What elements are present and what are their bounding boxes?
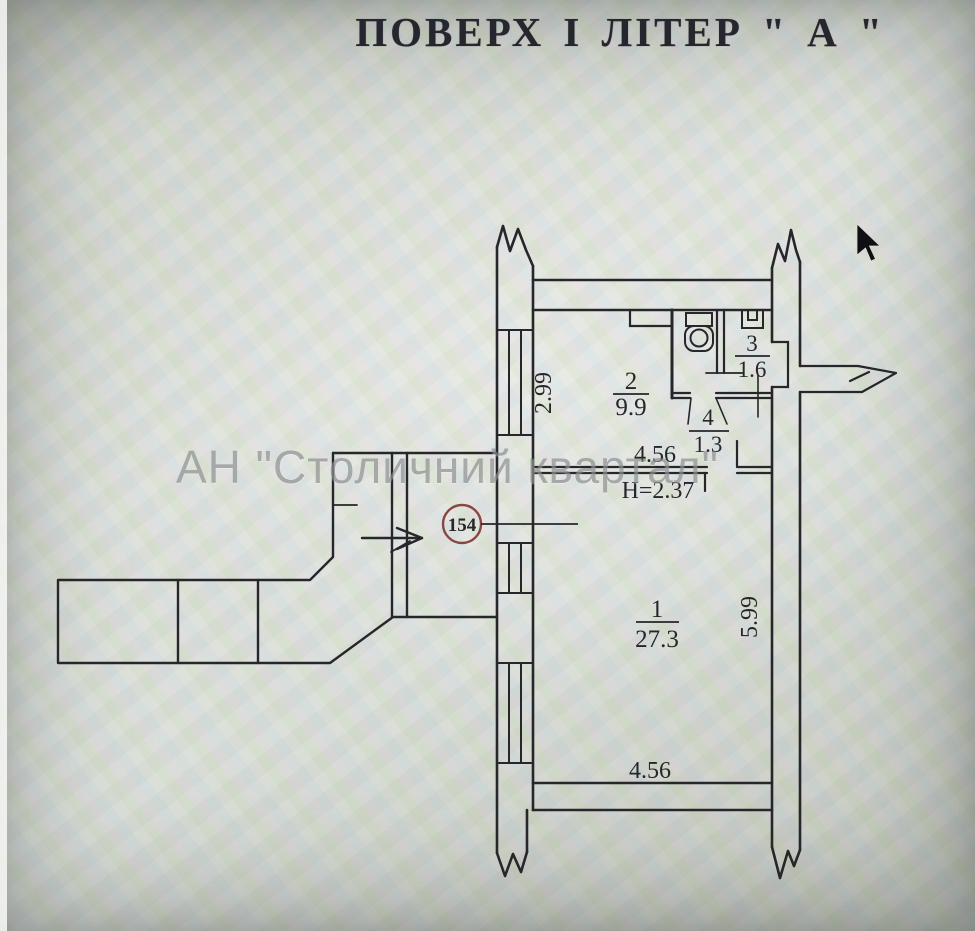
room-4-number: 4: [702, 405, 714, 430]
dim-ceiling-height: Н=2.37: [622, 478, 695, 504]
agency-watermark: АН "Столичний квартал": [176, 441, 719, 493]
room-1-number: 1: [651, 596, 664, 623]
dim-bottom-width: 4.56: [629, 758, 671, 784]
room-3-area: 1.6: [738, 357, 767, 382]
sink-icon: [741, 309, 764, 329]
external-corridor: [798, 364, 898, 394]
toilet-icon: [684, 312, 714, 352]
room-2-area: 9.9: [615, 394, 646, 421]
dim-right-wall-height: 5.99: [737, 596, 763, 638]
room-2-number: 2: [625, 368, 638, 395]
interior-partitions: [531, 308, 790, 493]
staircase-block: [56, 451, 499, 665]
exterior-walls: [495, 224, 802, 880]
entrance-arrow-icon: [360, 526, 424, 553]
apartment-number: 154: [448, 515, 477, 536]
dim-top-width: 4.56: [634, 442, 676, 468]
dim-left-wall-height: 2.99: [531, 372, 557, 414]
mouse-cursor-icon: [856, 223, 881, 262]
left-wall-windows: [497, 329, 533, 764]
apartment-number-badge: 154: [441, 503, 578, 545]
scan-edge-strip: [0, 0, 7, 931]
room-1-area: 27.3: [635, 626, 679, 653]
page-title: ПОВЕРХ І ЛІТЕР " А ": [355, 9, 885, 55]
room-4-area: 1.3: [694, 432, 723, 457]
room-3-number: 3: [746, 331, 758, 356]
